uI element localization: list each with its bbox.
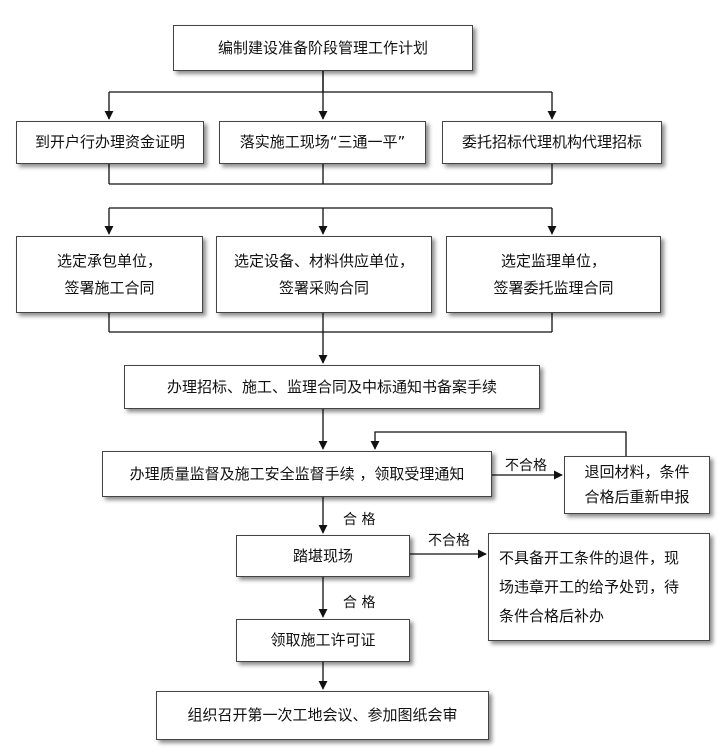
return-materials-box: 退回材料，条件 合格后重新申报 (564, 456, 710, 514)
supervisor-line-2: 签署委托监理合同 (493, 278, 614, 297)
site-prep-label: 落实施工现场“三通一平” (239, 133, 406, 151)
fail-label-1: 不合格 (505, 458, 547, 474)
permit-label: 领取施工许可证 (270, 631, 376, 649)
penalty-box: 不具备开工条件的退件，现 场违章开工的给予处罚，待 条件合格后补办 (488, 533, 710, 641)
plan-label: 编制建设准备阶段管理工作计划 (217, 38, 428, 57)
pass-label-2: 合 格 (343, 595, 376, 611)
plan-box: 编制建设准备阶段管理工作计划 (173, 25, 473, 71)
fail-label-2: 不合格 (428, 533, 470, 549)
pass-label-1: 合 格 (343, 512, 376, 528)
quality-safety-box: 办理质量监督及施工安全监督手续 ，领取受理通知 (102, 451, 492, 497)
site-prep-box: 落实施工现场“三通一平” (219, 121, 426, 164)
contractor-line-2: 签署施工合同 (64, 278, 155, 297)
quality-safety-label: 办理质量监督及施工安全监督手续 ，领取受理通知 (129, 464, 465, 483)
tender-agent-label: 委托招标代理机构代理招标 (461, 133, 642, 151)
site-survey-label: 踏堪现场 (292, 546, 353, 565)
return-materials-line-1: 退回材料，条件 (584, 463, 690, 481)
penalty-line-3: 条件合格后补办 (499, 606, 605, 625)
penalty-line-2: 场违章开工的给予处罚，待 (499, 577, 680, 596)
supervisor-box: 选定监理单位， 签署委托监理合同 (446, 236, 661, 313)
filing-box: 办理招标、施工、监理合同及中标通知书备案手续 (124, 365, 540, 409)
filing-label: 办理招标、施工、监理合同及中标通知书备案手续 (166, 377, 497, 396)
penalty-line-1: 不具备开工条件的退件，现 (499, 548, 680, 567)
site-survey-box: 踏堪现场 (236, 535, 410, 577)
supplier-line-1: 选定设备、材料供应单位， (233, 251, 414, 270)
supplier-box: 选定设备、材料供应单位， 签署采购合同 (216, 236, 432, 313)
supplier-line-2: 签署采购合同 (278, 278, 369, 297)
permit-box: 领取施工许可证 (236, 619, 410, 662)
first-meeting-box: 组织召开第一次工地会议、参加图纸会审 (156, 691, 489, 740)
loop-back (370, 431, 627, 456)
supervisor-line-1: 选定监理单位， (500, 251, 606, 270)
first-meeting-label: 组织召开第一次工地会议、参加图纸会审 (187, 706, 458, 724)
fund-proof-box: 到开户行办理资金证明 (16, 121, 204, 164)
contractor-line-1: 选定承包单位， (56, 251, 162, 270)
fund-proof-label: 到开户行办理资金证明 (34, 133, 185, 151)
tender-agent-box: 委托招标代理机构代理招标 (442, 121, 662, 164)
contractor-box: 选定承包单位， 签署施工合同 (16, 236, 203, 313)
return-materials-line-2: 合格后重新申报 (584, 488, 690, 506)
